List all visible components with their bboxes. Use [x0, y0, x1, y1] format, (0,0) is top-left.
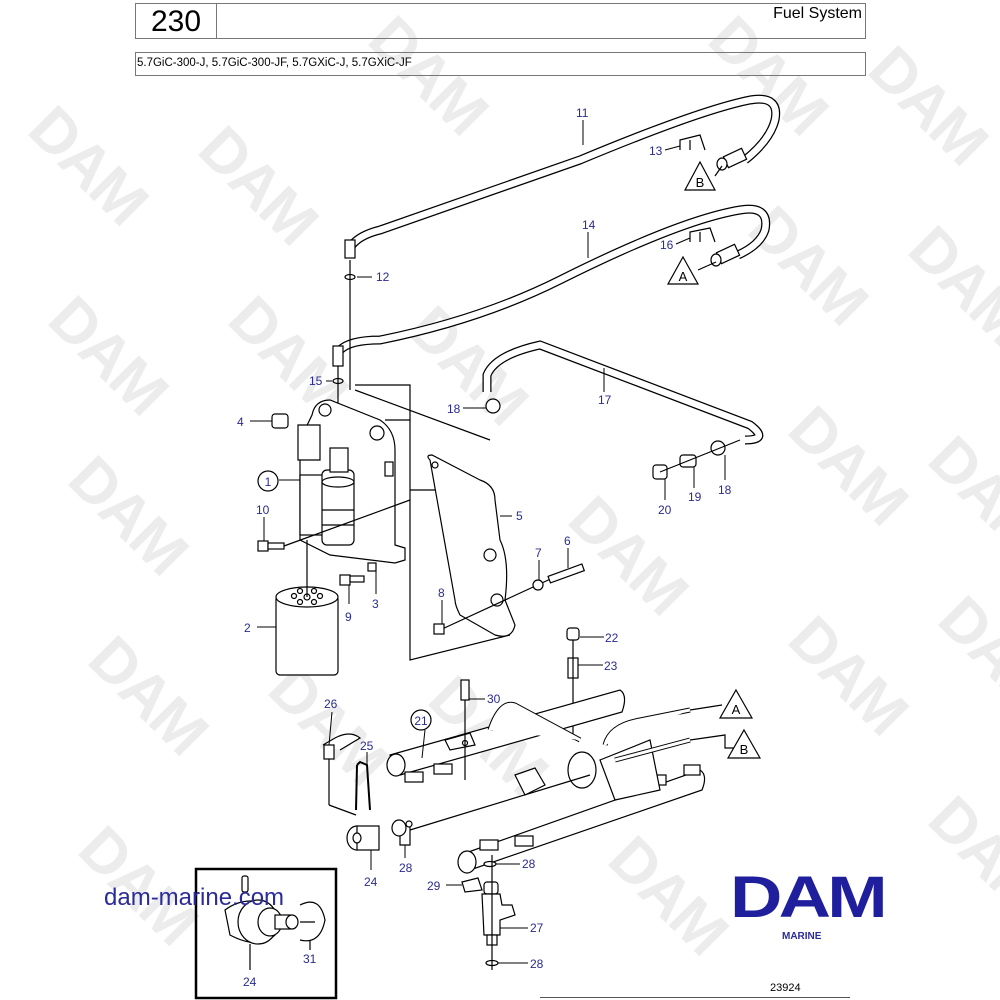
svg-text:1: 1 — [265, 475, 272, 489]
o-ring-15 — [332, 377, 344, 385]
svg-text:A: A — [679, 269, 688, 284]
o-ring-12 — [344, 273, 356, 281]
callout-11: 11 — [576, 106, 589, 120]
callout-28-regulator: 28 — [399, 861, 413, 875]
svg-text:B: B — [740, 742, 749, 757]
connector-marker-b-rail: B — [726, 728, 762, 759]
callout-2: 2 — [244, 621, 251, 635]
clip-16 — [689, 227, 716, 243]
callout-26: 26 — [324, 697, 338, 711]
fuel-hose-11 — [344, 94, 781, 259]
callout-19: 19 — [688, 490, 702, 504]
callout-7: 7 — [535, 546, 542, 560]
cap-22 — [566, 627, 580, 641]
callout-24: 24 — [364, 875, 378, 889]
callout-29: 29 — [427, 879, 441, 893]
o-ring-28-large — [391, 819, 407, 837]
models-box: 5.7GiC-300-J, 5.7GiC-300-JF, 5.7GXiC-J, … — [135, 52, 866, 76]
callout-31: 31 — [303, 952, 317, 966]
connector-marker-a-top: A — [666, 255, 700, 285]
header-box: 230 Fuel System — [135, 3, 866, 39]
fuel-rail-21 — [386, 689, 706, 874]
callout-3: 3 — [372, 597, 379, 611]
fuel-pump-assembly — [297, 399, 406, 564]
svg-text:A: A — [732, 702, 741, 717]
callout-4: 4 — [237, 415, 244, 429]
connector-marker-a-rail: A — [718, 688, 754, 719]
fuel-hose-17 — [482, 340, 764, 445]
diagram-reference-number: 23924 — [770, 982, 801, 994]
callout-1: 1 — [257, 470, 279, 492]
clip-25 — [355, 760, 371, 811]
plug-4 — [271, 413, 289, 429]
callout-13: 13 — [649, 144, 663, 158]
callout-8: 8 — [438, 586, 445, 600]
inset-regulator-24 — [224, 875, 299, 945]
clip-29 — [461, 877, 483, 893]
callout-28-injector-bottom: 28 — [530, 957, 544, 971]
callout-15: 15 — [309, 374, 323, 388]
svg-text:B: B — [696, 175, 705, 190]
pressure-regulator-24 — [346, 825, 380, 851]
callout-20: 20 — [658, 503, 672, 517]
nut-8 — [433, 623, 445, 635]
clamp-18 — [710, 440, 726, 456]
callout-6: 6 — [564, 534, 571, 548]
fuel-filter-2 — [275, 586, 339, 676]
callout-14: 14 — [582, 218, 596, 232]
callout-30: 30 — [487, 692, 501, 706]
leader-lines — [249, 120, 726, 970]
clamp-18-upper — [485, 398, 501, 414]
callout-22: 22 — [605, 631, 619, 645]
stud-6 — [547, 563, 586, 584]
callout-10: 10 — [256, 503, 270, 517]
page-title: Fuel System — [773, 5, 862, 22]
callout-16: 16 — [660, 238, 674, 252]
clip-31 — [299, 901, 326, 942]
inset-detail-box — [194, 867, 338, 1000]
connector-marker-b-top: B — [683, 160, 717, 191]
washer-7 — [532, 579, 544, 591]
callout-9: 9 — [345, 610, 352, 624]
dam-marine-logo: DAM MARINE — [730, 869, 888, 943]
callout-5: 5 — [516, 509, 523, 523]
callout-17: 17 — [598, 393, 612, 407]
callout-23: 23 — [604, 659, 618, 673]
stud-30 — [460, 679, 470, 701]
logo-text: DAM — [730, 865, 888, 930]
clip-13 — [679, 134, 706, 151]
fuel-hose-14 — [332, 204, 771, 367]
callout-24-inset: 24 — [243, 975, 257, 989]
page-number: 230 — [136, 4, 217, 38]
callout-18-upper: 18 — [447, 402, 461, 416]
callout-18-lower: 18 — [718, 483, 732, 497]
bolt-10 — [257, 540, 285, 552]
bracket-5 — [427, 454, 516, 637]
callout-25: 25 — [360, 739, 374, 753]
website-link[interactable]: dam-marine.com — [104, 884, 285, 911]
bolt-9 — [339, 574, 365, 586]
logo-subtitle: MARINE — [782, 931, 822, 942]
callout-21: 21 — [410, 709, 432, 731]
engine-models: 5.7GiC-300-J, 5.7GiC-300-JF, 5.7GXiC-J, … — [137, 57, 412, 69]
nut-3 — [367, 562, 377, 572]
callout-12: 12 — [376, 270, 390, 284]
svg-text:21: 21 — [414, 714, 428, 728]
callout-27: 27 — [530, 921, 544, 935]
fuel-injector-27 — [481, 860, 516, 967]
bottom-rule — [540, 997, 850, 998]
callout-28-injector-top: 28 — [522, 857, 536, 871]
